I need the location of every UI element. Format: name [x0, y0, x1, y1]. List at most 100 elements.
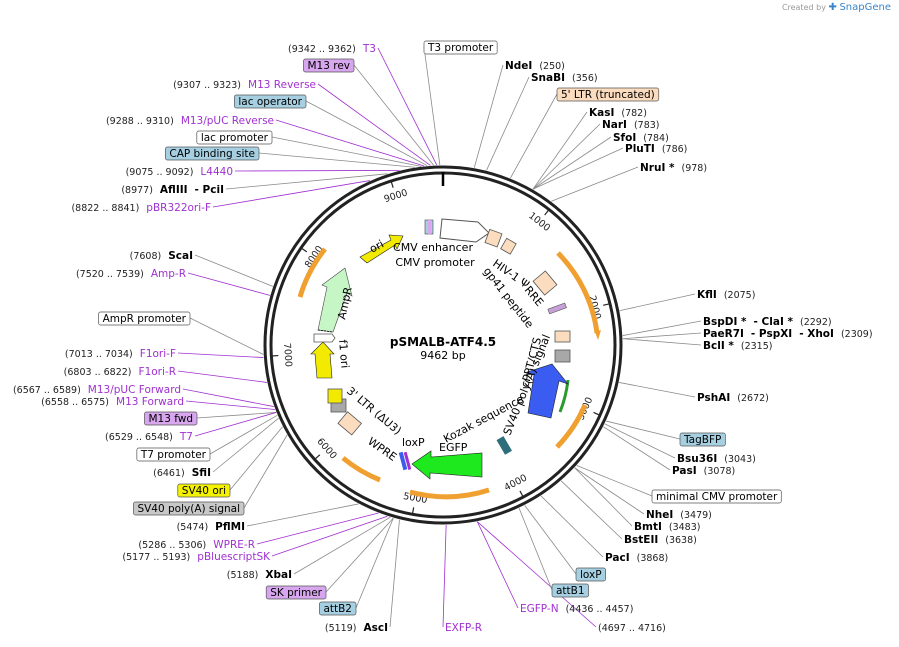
m13-reverse-text: M13 Reverse	[248, 79, 316, 91]
pasi-leader	[603, 426, 671, 471]
kfli-leader	[619, 293, 696, 312]
xbai-text: XbaI	[265, 569, 292, 581]
m13-puc-forward-leader	[182, 388, 274, 407]
t3-text: T3	[362, 43, 376, 55]
nhei-leader	[574, 467, 645, 515]
pasi-text: PasI	[672, 465, 697, 477]
lac-operator-box	[234, 94, 307, 109]
amp-r-primer-label: (7520 .. 7539)Amp-R	[76, 268, 186, 280]
pshai-label: PshAI(2672)	[697, 392, 769, 404]
egfp-n-text: EGFP-N	[520, 603, 559, 615]
m13-puc-forward-label: (6567 .. 6589)M13/pUC Forward	[13, 384, 181, 396]
f1ori-r-text: F1ori-R	[139, 366, 176, 378]
f1ori-f-label: (7013 .. 7034)F1ori-F	[65, 348, 176, 360]
sv40-ori-text: SV40 ori	[182, 485, 226, 497]
m13-forward-text: M13 Forward	[116, 396, 184, 408]
t3-promoter-leader	[423, 46, 441, 166]
m13-puc-forward-text: (6567 .. 6589)	[13, 385, 81, 396]
scai-text: ScaI	[168, 250, 193, 262]
pasi-text: (3078)	[704, 466, 736, 477]
sfii-label: (6461) SfiI	[153, 467, 211, 479]
bmti-text: BmtI	[634, 521, 662, 533]
pbr322ori-f-text: (8822 .. 8841)	[71, 203, 139, 214]
f1ori-r-label: (6803 .. 6822)F1ori-R	[64, 366, 176, 378]
bmti-label: BmtI (3483)	[634, 521, 700, 533]
t3-label: (9342 .. 9362)T3	[288, 43, 376, 55]
sfii-text: SfiI	[192, 467, 211, 479]
scai-text: (7608)	[130, 251, 162, 262]
ltr-box-2	[500, 237, 517, 255]
backbone-outer-ring	[263, 165, 623, 525]
minimal-cmv-label: minimal CMV promoter	[651, 489, 782, 504]
loxp-inner-label: loxP	[402, 436, 425, 449]
m13-forward-text: (6558 .. 6575)	[41, 397, 109, 408]
ampr-promoter-text: AmpR promoter	[103, 313, 187, 325]
afliii-text: (8977)	[121, 185, 153, 196]
t7-label: (6529 .. 6548)T7	[105, 431, 193, 443]
bmti-text: (3483)	[669, 522, 701, 533]
attb2-marker	[398, 451, 408, 471]
m13-reverse-text: (9307 .. 9323)	[173, 80, 241, 91]
t7-text: (6529 .. 6548)	[105, 432, 173, 443]
kfli-label: KflI(2075)	[697, 289, 755, 301]
f1ori-f-leader	[177, 352, 264, 358]
f1ori-f-text: F1ori-F	[140, 348, 176, 360]
sv40-polya-box	[554, 349, 571, 363]
bsteii-leader	[560, 480, 623, 540]
sk-primer-label: SK primer	[265, 585, 327, 600]
tick-mark	[603, 303, 611, 306]
m13-forward-leader	[185, 400, 275, 410]
sv40-ori-leader	[229, 426, 283, 491]
tick-label: 6000	[314, 436, 338, 461]
nari-leader	[532, 123, 601, 190]
t3-leader	[377, 47, 438, 166]
tick-mark	[390, 180, 394, 188]
kfli-text: KflI	[697, 289, 717, 301]
t3-promoter-box	[423, 40, 498, 55]
paer7i-text: (2309)	[841, 329, 873, 340]
bsu36i-text: (3043)	[724, 454, 756, 465]
tick-mark	[593, 411, 601, 416]
nrui-text: NruI *	[640, 162, 675, 174]
bcli-label: BclI *(2315)	[703, 340, 772, 352]
loxp-right-label: loxP	[575, 567, 606, 582]
sfii-text: (6461)	[153, 468, 185, 479]
credit-brand: SnapGene	[839, 2, 891, 13]
exfp-r-label: EXFP-R	[445, 622, 482, 634]
pbr322ori-f-leader	[212, 180, 370, 208]
bsu36i-text: Bsu36I	[677, 453, 717, 465]
sfoi-text: (784)	[643, 133, 669, 144]
m13-reverse-leader	[317, 83, 431, 166]
lac-promoter-label: lac promoter	[196, 130, 273, 145]
nari-text: (783)	[634, 120, 660, 131]
sv40-ori-box	[177, 483, 231, 498]
scai-label: (7608) ScaI	[130, 250, 193, 262]
plasmid-size: 9462 bp	[420, 349, 465, 362]
pluti-text: PluTI	[625, 143, 655, 155]
t3-promoter-text: T3 promoter	[427, 42, 494, 54]
tick-mark	[544, 209, 550, 216]
tick-mark	[519, 490, 524, 498]
pbluescriptsk-text: (5177 .. 5193)	[122, 552, 190, 563]
orf-arc-2	[555, 403, 588, 449]
pflmi-text: PflMI	[215, 521, 245, 533]
m13-box	[428, 220, 431, 234]
sk-primer-leader	[325, 517, 394, 593]
five-ltr-leader	[510, 93, 558, 179]
snabi-label: SnaBI(356)	[531, 72, 598, 84]
xbai-label: (5188)XbaI	[227, 569, 292, 581]
orf-arc-5	[297, 247, 327, 298]
nhei-text: NheI	[646, 509, 673, 521]
nhei-text: (3479)	[680, 510, 712, 521]
wpre-box	[337, 411, 362, 436]
bspdi-leader	[622, 320, 702, 336]
paci-text: (3868)	[637, 553, 669, 564]
orf-arc-1	[556, 251, 600, 334]
pluti-label: PluTI(786)	[625, 143, 687, 155]
bsteii-label: BstEII(3638)	[624, 534, 697, 546]
five-ltr-label: 5' LTR (truncated)	[556, 87, 660, 102]
cap-site-leader	[258, 152, 415, 168]
tagbfp-label: TagBFP	[679, 432, 726, 447]
kasi-label: KasI(782)	[589, 107, 647, 119]
t7-leader	[194, 412, 277, 437]
